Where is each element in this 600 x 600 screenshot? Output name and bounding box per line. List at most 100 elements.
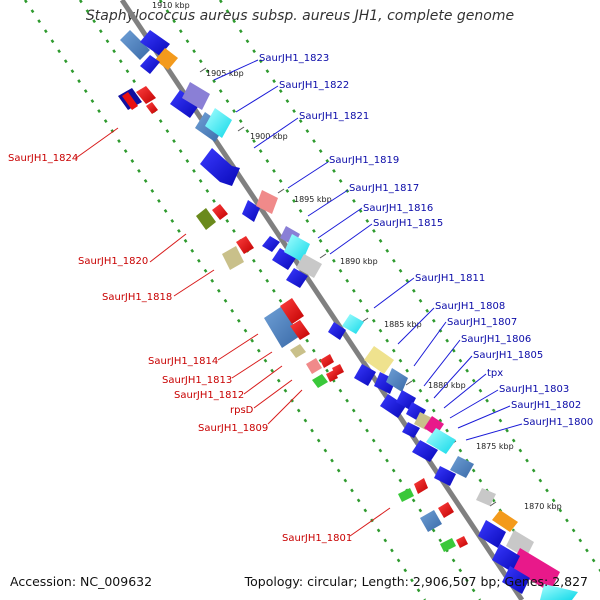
reverse-label-leaders	[75, 127, 391, 537]
gene-label[interactable]: SaurJH1_1819	[329, 155, 399, 166]
reverse-cds[interactable]	[320, 354, 334, 368]
reverse-strand-features[interactable]	[118, 86, 468, 552]
reverse-cds[interactable]	[290, 344, 306, 358]
gene-label[interactable]: SaurJH1_1815	[373, 218, 443, 229]
gene-label[interactable]: SaurJH1_1803	[499, 384, 569, 395]
reverse-cds[interactable]	[440, 538, 456, 552]
forward-cds[interactable]	[262, 236, 280, 252]
forward-cds[interactable]	[205, 108, 232, 138]
forward-cds[interactable]	[386, 368, 408, 392]
forward-label-leaders	[213, 59, 523, 441]
gene-label[interactable]: SaurJH1_1808	[435, 301, 505, 312]
dotted-track-far-right	[218, 0, 600, 573]
forward-cds[interactable]	[402, 422, 420, 438]
reverse-cds[interactable]	[290, 320, 310, 340]
forward-cds[interactable]	[256, 190, 278, 214]
reverse-cds[interactable]	[146, 102, 158, 114]
genome-summary-text: Topology: circular; Length: 2,906,507 bp…	[244, 574, 588, 589]
gene-label[interactable]: SaurJH1_1816	[363, 203, 433, 214]
gene-label[interactable]: SaurJH1_1809	[198, 423, 268, 434]
reverse-cds[interactable]	[398, 488, 414, 502]
tick-label: 1870 kbp	[524, 502, 562, 511]
gene-label[interactable]: SaurJH1_1820	[78, 256, 148, 267]
tick-label: 1910 kbp	[152, 1, 190, 10]
gene-label[interactable]: SaurJH1_1821	[299, 111, 369, 122]
reverse-cds[interactable]	[236, 236, 254, 254]
map-title: Staphylococcus aureus subsp. aureus JH1,…	[85, 8, 515, 24]
dotted-track-far-left	[23, 0, 427, 600]
forward-cds[interactable]	[380, 394, 406, 418]
forward-cds[interactable]	[506, 530, 534, 558]
forward-cds[interactable]	[478, 520, 506, 548]
tick-label: 1880 kbp	[428, 381, 466, 390]
tick-label: 1890 kbp	[340, 257, 378, 266]
reverse-cds[interactable]	[306, 358, 322, 374]
reverse-cds[interactable]	[438, 502, 454, 518]
forward-strand-features[interactable]	[120, 30, 578, 600]
gene-label[interactable]: SaurJH1_1818	[102, 292, 172, 303]
forward-cds[interactable]	[502, 566, 530, 594]
tick-marks	[199, 67, 497, 507]
reverse-cds[interactable]	[196, 208, 216, 230]
forward-cds[interactable]	[412, 440, 438, 462]
gene-label[interactable]: SaurJH1_1817	[349, 183, 419, 194]
reverse-cds[interactable]	[122, 92, 138, 110]
forward-cds[interactable]	[354, 364, 376, 386]
forward-cds[interactable]	[492, 544, 520, 572]
forward-cds[interactable]	[476, 488, 496, 506]
forward-cds[interactable]	[434, 466, 456, 486]
forward-cds[interactable]	[242, 200, 260, 222]
accession-text: Accession: NC_009632	[10, 574, 153, 589]
tick-label: 1900 kbp	[250, 132, 288, 141]
forward-cds[interactable]	[140, 55, 160, 74]
gene-label[interactable]: tpx	[487, 368, 503, 379]
gene-label[interactable]: SaurJH1_1822	[279, 80, 349, 91]
forward-cds[interactable]	[540, 584, 578, 600]
forward-cds[interactable]	[155, 48, 178, 70]
forward-cds[interactable]	[364, 346, 394, 374]
reverse-cds[interactable]	[264, 306, 300, 348]
forward-cds[interactable]	[426, 428, 456, 454]
forward-cds[interactable]	[296, 254, 322, 278]
forward-cds[interactable]	[182, 82, 210, 110]
gene-label[interactable]: SaurJH1_1813	[162, 375, 232, 386]
tick-label: 1875 kbp	[476, 442, 514, 451]
reverse-cds[interactable]	[414, 478, 428, 494]
reverse-cds[interactable]	[420, 510, 442, 532]
tick-label: 1895 kbp	[294, 195, 332, 204]
tick-label: 1885 kbp	[384, 320, 422, 329]
gene-label[interactable]: SaurJH1_1811	[415, 273, 485, 284]
forward-cds[interactable]	[200, 148, 240, 186]
forward-cds[interactable]	[120, 30, 150, 60]
forward-cds[interactable]	[450, 456, 474, 478]
gene-label[interactable]: SaurJH1_1800	[523, 417, 593, 428]
gene-label[interactable]: SaurJH1_1812	[174, 390, 244, 401]
reverse-cds[interactable]	[222, 246, 244, 270]
forward-cds[interactable]	[492, 510, 518, 532]
reverse-cds[interactable]	[326, 370, 338, 382]
reverse-cds[interactable]	[280, 298, 304, 324]
forward-cds[interactable]	[328, 322, 346, 340]
reverse-cds[interactable]	[312, 374, 328, 388]
forward-cds[interactable]	[272, 248, 296, 270]
dotted-track-right	[158, 0, 562, 600]
reverse-cds[interactable]	[136, 86, 156, 104]
gene-label[interactable]: SaurJH1_1806	[461, 334, 531, 345]
gene-label[interactable]: SaurJH1_1801	[282, 533, 352, 544]
tick-label: 1905 kbp	[206, 69, 244, 78]
gene-label[interactable]: SaurJH1_1807	[447, 317, 517, 328]
gene-label[interactable]: SaurJH1_1823	[259, 53, 329, 64]
forward-cds[interactable]	[170, 90, 200, 118]
reverse-cds[interactable]	[212, 204, 228, 220]
gene-label[interactable]: SaurJH1_1802	[511, 400, 581, 411]
forward-cds[interactable]	[342, 314, 364, 334]
gene-label[interactable]: SaurJH1_1814	[148, 356, 218, 367]
forward-cds[interactable]	[140, 30, 170, 56]
gene-label[interactable]: SaurJH1_1805	[473, 350, 543, 361]
reverse-cds[interactable]	[456, 536, 468, 548]
gene-label[interactable]: SaurJH1_1824	[8, 153, 78, 164]
gene-label[interactable]: rpsD	[230, 405, 254, 416]
forward-cds[interactable]	[510, 548, 560, 592]
forward-cds[interactable]	[286, 268, 308, 288]
